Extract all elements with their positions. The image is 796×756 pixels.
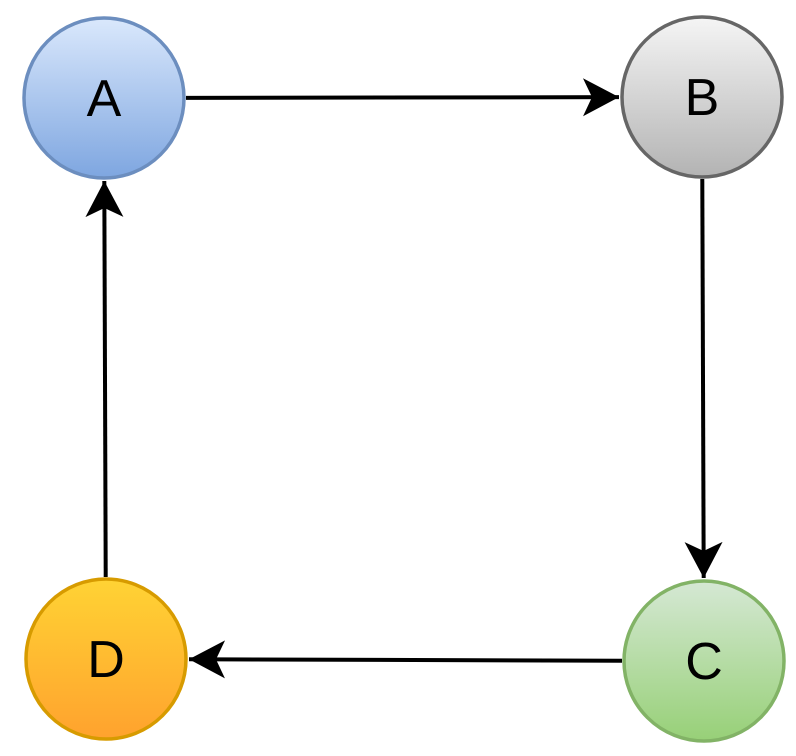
- edge-C-D-arrow: [188, 640, 623, 679]
- edge-D-A-arrow: [85, 180, 124, 578]
- node-B-circle: [620, 15, 784, 179]
- node-C-label: C: [685, 633, 723, 691]
- node-A-circle: [22, 16, 186, 180]
- node-C: C: [622, 579, 786, 743]
- node-A-label: A: [87, 70, 122, 128]
- edge-B-C-arrow: [684, 178, 723, 579]
- edges-layer: [85, 78, 723, 679]
- node-D-label: D: [87, 631, 125, 689]
- edge-A-B-arrow: [185, 78, 620, 117]
- nodes-layer: A B C D: [22, 15, 786, 743]
- node-D-circle: [24, 577, 188, 741]
- node-D: D: [24, 577, 188, 741]
- node-C-circle: [622, 579, 786, 743]
- node-A: A: [22, 16, 186, 180]
- node-B: B: [620, 15, 784, 179]
- node-B-label: B: [685, 69, 720, 127]
